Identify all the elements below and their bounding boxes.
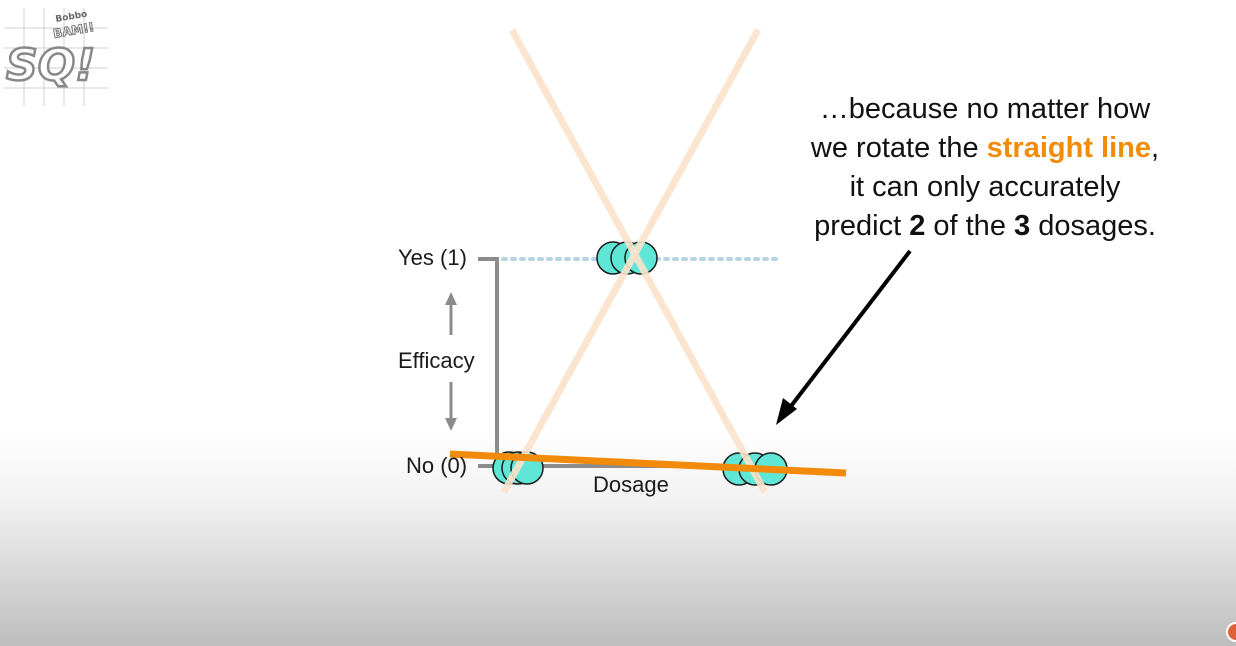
statquest-logo: Bobbo BAM!! SQ! — [4, 8, 108, 106]
fitted-straight-line — [449, 450, 847, 477]
caption-number-three: 3 — [1014, 210, 1031, 242]
corner-logo-fragment-icon — [1226, 622, 1236, 642]
caption-line-2-end: , — [1151, 132, 1160, 164]
caption-line-4-c: dosages. — [1030, 210, 1156, 242]
efficacy-double-arrow-icon — [445, 292, 457, 431]
caption-line-4-b: of the — [925, 210, 1014, 242]
pointer-arrow-icon — [776, 249, 912, 425]
straight-line-highlight: straight line — [986, 132, 1151, 164]
faded-straight-line-descending — [508, 28, 769, 494]
caption-line-2: we rotate the straight line, — [775, 129, 1195, 168]
y-axis-top-label: Yes (1) — [398, 245, 467, 270]
y-axis-bottom-label: No (0) — [406, 453, 468, 478]
efficacy-axis — [478, 257, 499, 468]
caption-line-4: predict 2 of the 3 dosages. — [775, 207, 1195, 246]
caption-line-2-start: we rotate the — [810, 132, 987, 164]
caption-line-3: it can only accurately — [849, 171, 1121, 203]
caption-number-two: 2 — [909, 210, 926, 242]
x-axis-title: Dosage — [593, 472, 669, 497]
caption-line-4-a: predict — [814, 210, 910, 242]
faded-straight-line-ascending — [500, 28, 762, 494]
caption-line-1: …because no matter how — [819, 93, 1151, 125]
explanation-caption: …because no matter how we rotate the str… — [775, 90, 1195, 246]
y-axis-title: Efficacy — [398, 348, 475, 373]
logo-text-main: SQ! — [6, 40, 95, 91]
